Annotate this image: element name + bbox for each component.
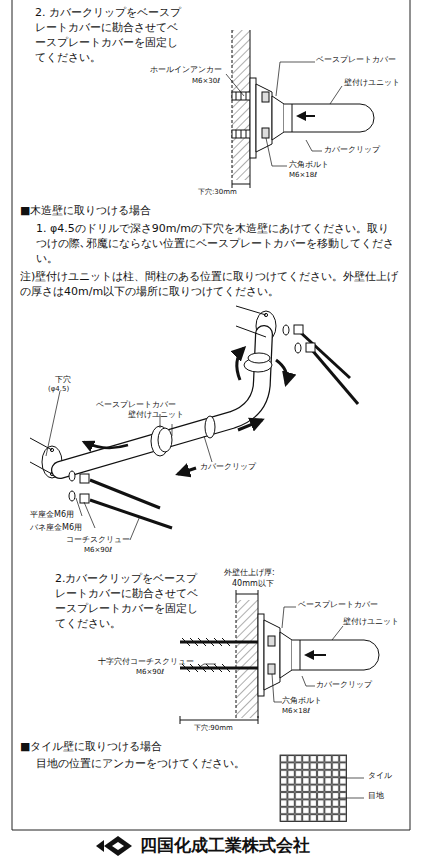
company-name: 四国化成工業株式会社 [140,834,310,857]
part-label: 外壁仕上げ厚: [224,568,275,579]
part-label: コーチスクリュー [66,535,130,546]
part-label: 下穴 [55,375,71,386]
part-label: カバークリップ [324,145,380,156]
part-label: 目地 [368,791,384,802]
part-label: 壁付けユニット [128,410,184,421]
instruction-text: 2.カバークリップをベースプレートカバーに勘合させてベースプレートカバーを固定し… [55,572,207,631]
part-label: タイル [368,771,392,782]
part-label: 下穴:30mm [198,188,237,197]
instruction-text: 目地の位置にアンカーをつけてください。 [36,757,245,772]
part-label: バネ座金M6用 [30,523,82,534]
part-label: ベースプレートカバー [96,400,176,411]
instruction-text: ■タイル壁に取りつける場合 [20,740,162,755]
part-label: M6×90ℓ [136,668,164,677]
part-label: ベースプレートカバー [298,600,378,611]
wood-wall-section [180,590,379,724]
part-label: M6×30ℓ [192,77,220,86]
instruction-text: 1. φ4.5のドリルで深さ90m/mの下穴を木造壁にあけてください。取りつけの… [36,222,396,267]
part-label: 十字穴付コーチスクリュー [98,657,194,668]
part-label: 六角ボルト [289,160,329,171]
concrete-wall-section [232,30,374,188]
instruction-text: 注)壁付けユニットは柱、間柱のある位置に取りつけてください。外壁仕上げの厚さは4… [20,270,400,300]
part-label: 壁付けユニット [343,617,399,628]
part-label: M6×90ℓ [84,546,112,555]
company-logo [96,836,132,856]
tile-grid [280,755,364,822]
part-label: M6×18ℓ [282,707,310,716]
part-label: ベースプレートカバー [316,55,396,66]
part-label: M6×18ℓ [289,171,317,180]
part-label: 六角ボルト [282,696,322,707]
part-label: カバークリップ [200,462,256,473]
part-label: 下穴:90mm [194,724,233,733]
grab-bar-3d [30,306,358,528]
page-frame [12,0,410,830]
part-label: 壁付けユニット [344,78,400,89]
part-label: ホールインアンカー [150,65,222,76]
instruction-text: 2. カバークリップをベースプレートカバーに勘合させてベースプレートカバーを固定… [35,6,187,65]
part-label: 40mm以下 [232,579,274,590]
instruction-text: ■木造壁に取りつける場合 [20,204,151,219]
part-label: 平座金M6用 [30,510,74,521]
part-label: カバークリップ [316,680,372,691]
part-label: (φ4.5) [48,385,69,394]
